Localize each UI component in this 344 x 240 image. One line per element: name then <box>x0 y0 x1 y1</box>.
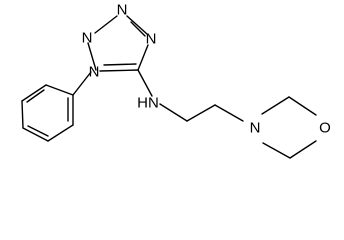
bond-phenyl-n1 <box>72 71 92 96</box>
svg-text:N: N <box>117 2 128 19</box>
ethyl-linker <box>159 103 244 122</box>
molecule-svg: N N N N HN N O <box>21 2 331 159</box>
morpholine-ring <box>261 96 317 159</box>
tetrazole-ring <box>87 15 149 72</box>
atom-n4: N <box>146 31 157 48</box>
svg-text:N: N <box>89 64 100 81</box>
atom-n2: N <box>82 30 93 47</box>
structure-diagram: N N N N HN N O <box>21 2 331 159</box>
atom-nh: HN <box>137 95 159 112</box>
svg-text:N: N <box>146 31 157 48</box>
atom-morpholine-o: O <box>319 120 331 137</box>
svg-text:HN: HN <box>137 95 159 112</box>
svg-text:O: O <box>319 120 331 137</box>
atom-n3: N <box>117 2 128 19</box>
svg-text:N: N <box>250 120 261 137</box>
atom-morpholine-n: N <box>250 120 261 137</box>
phenyl-ring <box>21 84 74 142</box>
bond-c5-nh <box>137 69 153 97</box>
atom-n1: N <box>89 64 100 81</box>
svg-text:N: N <box>82 30 93 47</box>
